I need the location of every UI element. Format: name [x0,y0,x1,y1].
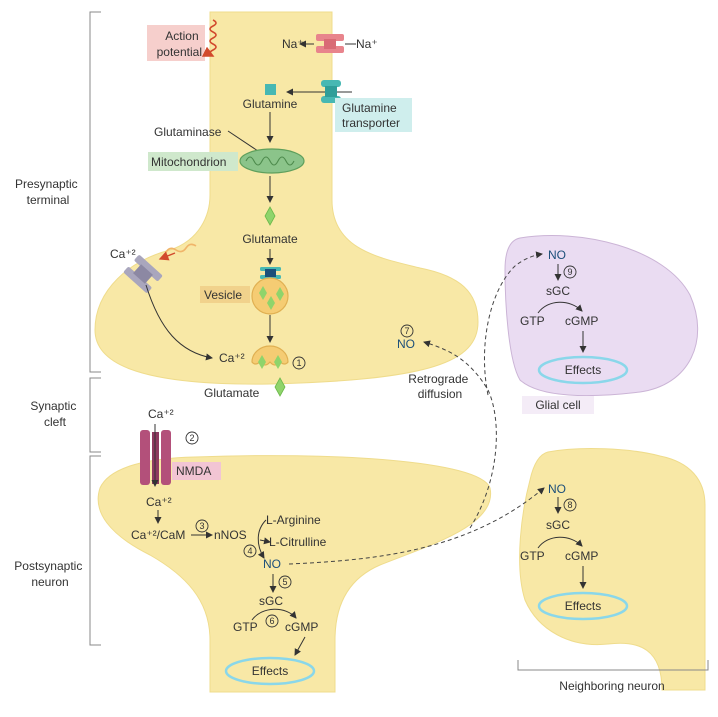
no-to-presynaptic-path [423,340,497,529]
vesicle-box [200,286,250,303]
glutamate-label: Glutamate [242,232,298,246]
neighbor-no-label: NO [548,482,566,496]
vesicle-icon [251,277,289,315]
no-to-neighbor-path [288,487,545,565]
presynaptic-label: Presynaptic terminal [15,177,81,207]
glutamate-diamond-icon [264,206,276,226]
vesicle-transporter-icon [260,267,281,279]
neighbor-label: Neighboring neuron [559,679,664,693]
ca-channel-label: Ca⁺² [110,247,136,261]
step-6-badge [265,614,279,628]
neighbor-sgc-label: sGC [546,518,570,532]
step-8-badge [563,498,577,512]
presynaptic-no-label: NO [397,337,415,351]
post-sgc-label: sGC [259,594,283,608]
nmda-label: NMDA [176,464,211,478]
released-glutamate-label: Glutamate [204,386,260,400]
step-5-badge [278,575,292,589]
nnos-label: nNOS [214,528,247,542]
svg-text:5: 5 [282,577,287,587]
neighbor-effects-oval [537,591,629,621]
step-7-badge [400,324,414,338]
svg-text:9: 9 [567,267,572,277]
glial-effects-oval [537,355,629,385]
post-ca-bottom-label: Ca⁺² [146,495,172,509]
glial-effects-label: Effects [565,363,601,377]
neighbor-effects-label: Effects [565,599,601,613]
nmda-box [172,462,221,480]
mitochondrion-box [148,152,238,171]
svg-text:6: 6 [269,616,274,626]
presynaptic-label-line2: terminal [27,193,70,207]
glial-cell-label: Glial cell [535,398,580,412]
neighbor-gtp-label: GTP [520,549,545,563]
na-channel-icon [316,34,344,53]
svg-text:3: 3 [199,521,204,531]
svg-text:7: 7 [404,326,409,336]
svg-text:8: 8 [567,500,572,510]
cleft-label: Synaptic cleft [30,399,79,429]
glial-no-label: NO [548,248,566,262]
step-4-badge [243,544,257,558]
presynaptic-terminal-shape [94,11,479,385]
glial-sgc-label: sGC [546,284,570,298]
postsynaptic-label: Postsynaptic neuron [14,559,85,589]
glial-cell-shape [504,235,699,397]
glial-cell-box [522,396,594,414]
svg-text:1: 1 [296,358,301,368]
l-citrulline-label: L-Citrulline [269,535,327,549]
no-diffusion-paths [288,251,545,565]
neighbor-cgmp-label: cGMP [565,549,598,563]
action-potential-box [147,25,205,61]
ca-channel-icon [123,255,163,293]
mitochondrion-icon [239,148,305,174]
glial-cgmp-label: cGMP [565,314,598,328]
glial-gtp-label: GTP [520,314,545,328]
svg-text:2: 2 [189,433,194,443]
presynaptic-label-line1: Presynaptic [15,177,78,191]
l-arginine-label: L-Arginine [266,513,321,527]
glutamine-label: Glutamine [243,97,298,111]
released-glutamate-icon [274,377,286,397]
region-brackets [89,11,101,646]
mitochondrion-label: Mitochondrion [151,155,226,169]
step-3-badge [195,519,209,533]
post-effects-label: Effects [252,664,288,678]
step-2-badge [185,431,199,445]
postsynaptic-neuron-shape [97,455,492,693]
post-effects-oval [224,656,316,686]
action-potential-label: Action potential [157,29,202,59]
ca-cam-label: Ca⁺²/CaM [131,528,185,542]
post-cgmp-label: cGMP [285,620,318,634]
no-to-glial-path [483,251,543,396]
vesicle-label: Vesicle [204,288,242,302]
post-ca-top-label: Ca⁺² [148,407,174,421]
na-inside-label: Na⁺ [282,37,304,51]
svg-text:4: 4 [247,546,252,556]
action-potential-wave-icon [201,19,217,57]
ca-channel-wave-icon [165,243,197,253]
post-no-label: NO [263,557,281,571]
step-1-badge [292,356,306,370]
post-gtp-label: GTP [233,620,258,634]
na-outside-label: Na⁺ [356,37,378,51]
ca-inside-label: Ca⁺² [219,351,245,365]
neighbor-bracket [517,660,709,671]
retrograde-label: Retrograde diffusion [408,372,471,401]
step-9-badge [563,265,577,279]
glutamine-square-icon [265,84,276,95]
glutaminase-label: Glutaminase [154,125,222,139]
glutamine-transporter-box [335,98,412,132]
glutamine-transporter-label: Glutamine transporter [342,101,400,130]
